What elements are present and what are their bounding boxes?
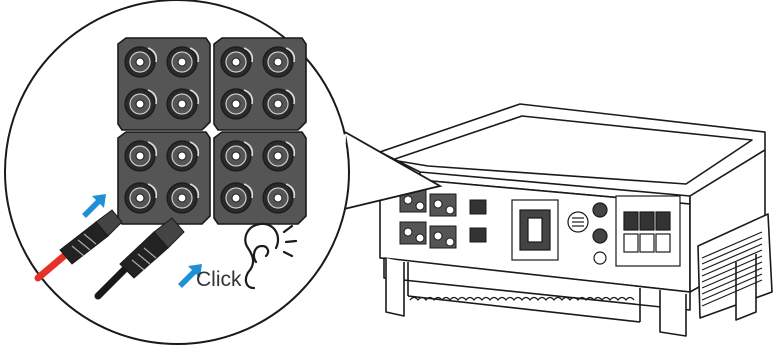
click-label: Click [196,268,242,292]
connector-block [214,132,306,224]
connector-block [214,38,306,130]
ac-terminal-block [616,196,680,266]
connector-block [118,38,210,130]
connector-block [118,132,210,224]
communication-ports [593,203,607,264]
